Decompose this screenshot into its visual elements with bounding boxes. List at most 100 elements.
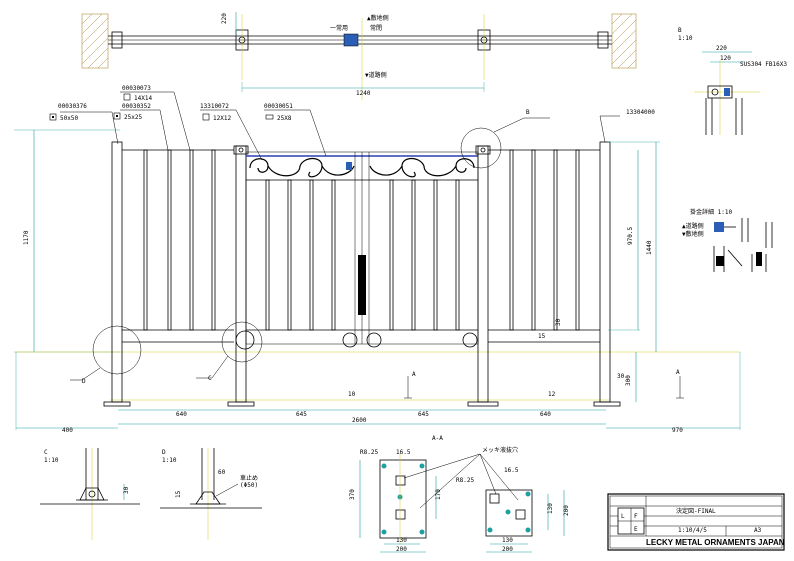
plating-hole-note: メッキ液抜穴	[482, 446, 518, 454]
gate-latch	[358, 255, 366, 315]
detail-b: B 1:10 220 120 SUS304 FB16X3	[678, 27, 787, 135]
dim-bottom-small: 30	[617, 373, 625, 380]
section-aa-title: A-A	[432, 435, 443, 442]
callout-b-circle	[460, 127, 502, 169]
callout-d-circle	[92, 325, 142, 375]
dim-span-3: 645	[418, 411, 429, 418]
gate-scrolls	[249, 157, 475, 178]
detail-b-scale: 1:10	[678, 35, 693, 42]
hardware-site-side: ▼敷地側	[682, 230, 704, 238]
flat-size: 25X8	[277, 115, 292, 122]
dim-height-total: 1170	[23, 230, 30, 245]
title-block: L F E 決定図-FINAL 1:10/4/5 A3 LECKY METAL …	[607, 493, 785, 551]
right-base-plate	[485, 489, 533, 537]
picket-code: 00030352	[122, 103, 151, 110]
left-gate-post	[235, 145, 247, 403]
detail-c: C 1:10 30	[40, 448, 140, 540]
detail-d-note-2: (Φ50)	[240, 482, 258, 489]
right-wall-hatch	[611, 13, 637, 69]
section-left-hole: 16.5	[396, 449, 411, 456]
plan-always-used-label: 一常用	[330, 24, 348, 32]
picket-size: 25x25	[124, 114, 142, 121]
right-gate-post	[477, 145, 489, 403]
logo-letter-f: F	[634, 513, 638, 520]
section-right-radius: R8.25	[456, 477, 474, 484]
dim-offset-small: 15	[538, 333, 546, 340]
end-post-code: 13304000	[626, 109, 655, 116]
dim-small-30: 30	[555, 318, 562, 326]
callout-c-label: C	[208, 375, 212, 382]
detail-d-dim-1: 60	[218, 469, 226, 476]
section-left-w-inner: 130	[396, 537, 407, 544]
plan-road-side-label: ▼道路側	[365, 71, 387, 79]
scroll-code: 13310072	[200, 103, 229, 110]
detail-c-dim: 30	[123, 486, 130, 494]
section-right-w-outer: 200	[502, 546, 513, 553]
dim-span-4: 640	[540, 411, 551, 418]
callout-c-circle	[221, 321, 263, 363]
post-code: 00030376	[58, 103, 87, 110]
drawing-name: 決定図-FINAL	[676, 507, 716, 515]
company-logo: L F E	[617, 507, 645, 535]
company-name: LECKY METAL ORNAMENTS JAPAN	[646, 538, 785, 547]
section-left-h-inner: 170	[435, 489, 442, 500]
detail-b-dim-1: 220	[716, 45, 727, 52]
dim-total-width: 2600	[352, 417, 367, 424]
left-end-post	[111, 141, 123, 403]
left-wall-hatch	[81, 13, 109, 69]
top-plan-view: 1240 220 ▲敷地側 一常用 常閉 ▼道路側	[81, 12, 637, 100]
detail-d-label: D	[162, 449, 166, 456]
hardware-detail-title: 掛金詳細 1:10	[690, 208, 732, 216]
rail-size: 14X14	[134, 95, 152, 102]
logo-letter-l: L	[621, 513, 625, 520]
gate-pickets	[265, 179, 460, 331]
plan-site-side-label: ▲敷地側	[367, 14, 389, 22]
dim-span-2: 645	[296, 411, 307, 418]
section-mark-a-right: A	[676, 369, 680, 376]
detail-b-dim-2: 120	[720, 55, 731, 62]
detail-d: D 1:10 60 15 車止め (Φ50)	[160, 448, 262, 540]
detail-b-note: SUS304 FB16X3	[740, 61, 787, 68]
right-end-post	[599, 141, 611, 403]
post-size: 50x50	[60, 115, 78, 122]
section-right-w-inner: 130	[502, 537, 513, 544]
section-right-h-outer: 200	[563, 505, 570, 516]
drawing-scale: 1:10/4/5	[678, 527, 707, 534]
drawing-sheet: A3	[754, 527, 762, 534]
dim-gate-height: 970.5	[627, 227, 634, 245]
flat-code: 00030051	[264, 103, 293, 110]
detail-c-scale: 1:10	[44, 457, 59, 464]
plan-depth-dim: 220	[221, 13, 228, 24]
plan-always-closed-label: 常閉	[370, 24, 382, 32]
plan-width-dim: 1240	[356, 90, 371, 97]
hardware-road-side: ▲道路側	[682, 222, 704, 230]
section-right-hole: 16.5	[504, 467, 519, 474]
right-pickets	[509, 149, 580, 331]
detail-d-dim-2: 15	[175, 490, 182, 498]
left-pickets	[143, 149, 216, 331]
dim-base-10: 10	[348, 391, 356, 398]
callout-d-label: D	[82, 378, 86, 385]
elevation-view: 1170	[14, 85, 741, 434]
section-aa: A-A メッキ液抜穴 R8.25 16.5 370 170 130 200 R8…	[349, 435, 570, 553]
callout-b-label: B	[526, 109, 530, 116]
latch-hardware-detail: 掛金詳細 1:10 ▲道路側 ▼敷地側	[682, 208, 773, 272]
section-mark-a-left: A	[412, 371, 416, 378]
logo-letter-e: E	[634, 526, 638, 533]
detail-d-note-1: 車止め	[240, 474, 258, 482]
dim-bottom-gap: 300	[625, 375, 632, 386]
section-left-w-outer: 200	[396, 546, 407, 553]
detail-d-scale: 1:10	[162, 457, 177, 464]
scroll-size: 12X12	[213, 115, 231, 122]
dim-base-12: 12	[548, 391, 556, 398]
dim-span-1: 640	[176, 411, 187, 418]
section-left-radius: R8.25	[360, 449, 378, 456]
dim-post-height: 1440	[646, 240, 653, 255]
detail-c-label: C	[44, 449, 48, 456]
dim-left-ext: 400	[62, 427, 73, 434]
dim-right-ext: 970	[672, 427, 683, 434]
section-right-h-inner: 130	[547, 503, 554, 514]
left-base-plate	[379, 459, 427, 539]
section-left-h-outer: 370	[349, 489, 356, 500]
